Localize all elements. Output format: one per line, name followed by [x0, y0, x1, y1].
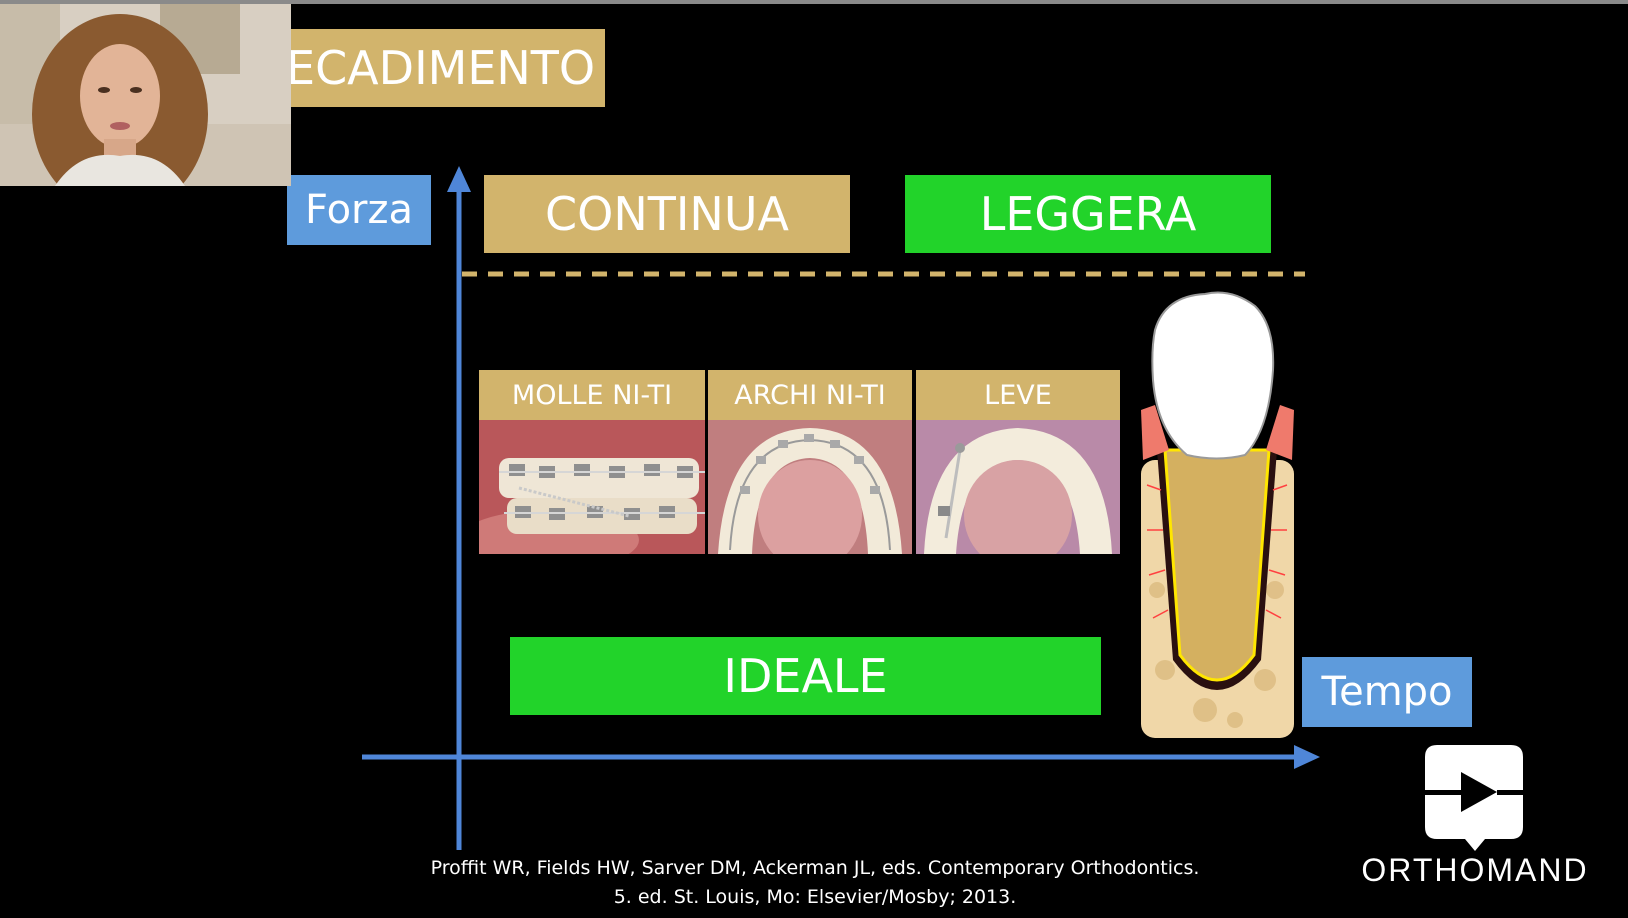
- play-in-speech-bubble-icon: [1425, 745, 1523, 851]
- photo-label-leve: LEVE: [916, 370, 1120, 420]
- slide-title: ECADIMENTO: [278, 29, 605, 107]
- photo-label-archi: ARCHI NI-TI: [708, 370, 912, 420]
- x-axis-label: Tempo: [1302, 657, 1472, 727]
- photo-archi-niti: [708, 420, 912, 554]
- photo-molle-niti: [479, 420, 705, 554]
- reference-line-1: Proffit WR, Fields HW, Sarver DM, Ackerm…: [430, 857, 1200, 879]
- brand-wordmark: ORTHOMAND: [1361, 852, 1589, 888]
- window-top-strip: [0, 0, 1628, 4]
- presenter-webcam-video: [0, 4, 291, 186]
- photo-label-molle: MOLLE NI-TI: [479, 370, 705, 420]
- tooth-illustration: [1141, 291, 1294, 738]
- reference-line-2: 5. ed. St. Louis, Mo: Elsevier/Mosby; 20…: [613, 886, 1017, 908]
- y-axis-arrowhead: [447, 166, 471, 192]
- x-axis-arrowhead: [1294, 745, 1320, 769]
- continua-label: CONTINUA: [484, 175, 850, 253]
- photo-leve: [916, 420, 1120, 554]
- leggera-label: LEGGERA: [905, 175, 1271, 253]
- y-axis-label: Forza: [287, 175, 431, 245]
- ideale-label: IDEALE: [510, 637, 1101, 715]
